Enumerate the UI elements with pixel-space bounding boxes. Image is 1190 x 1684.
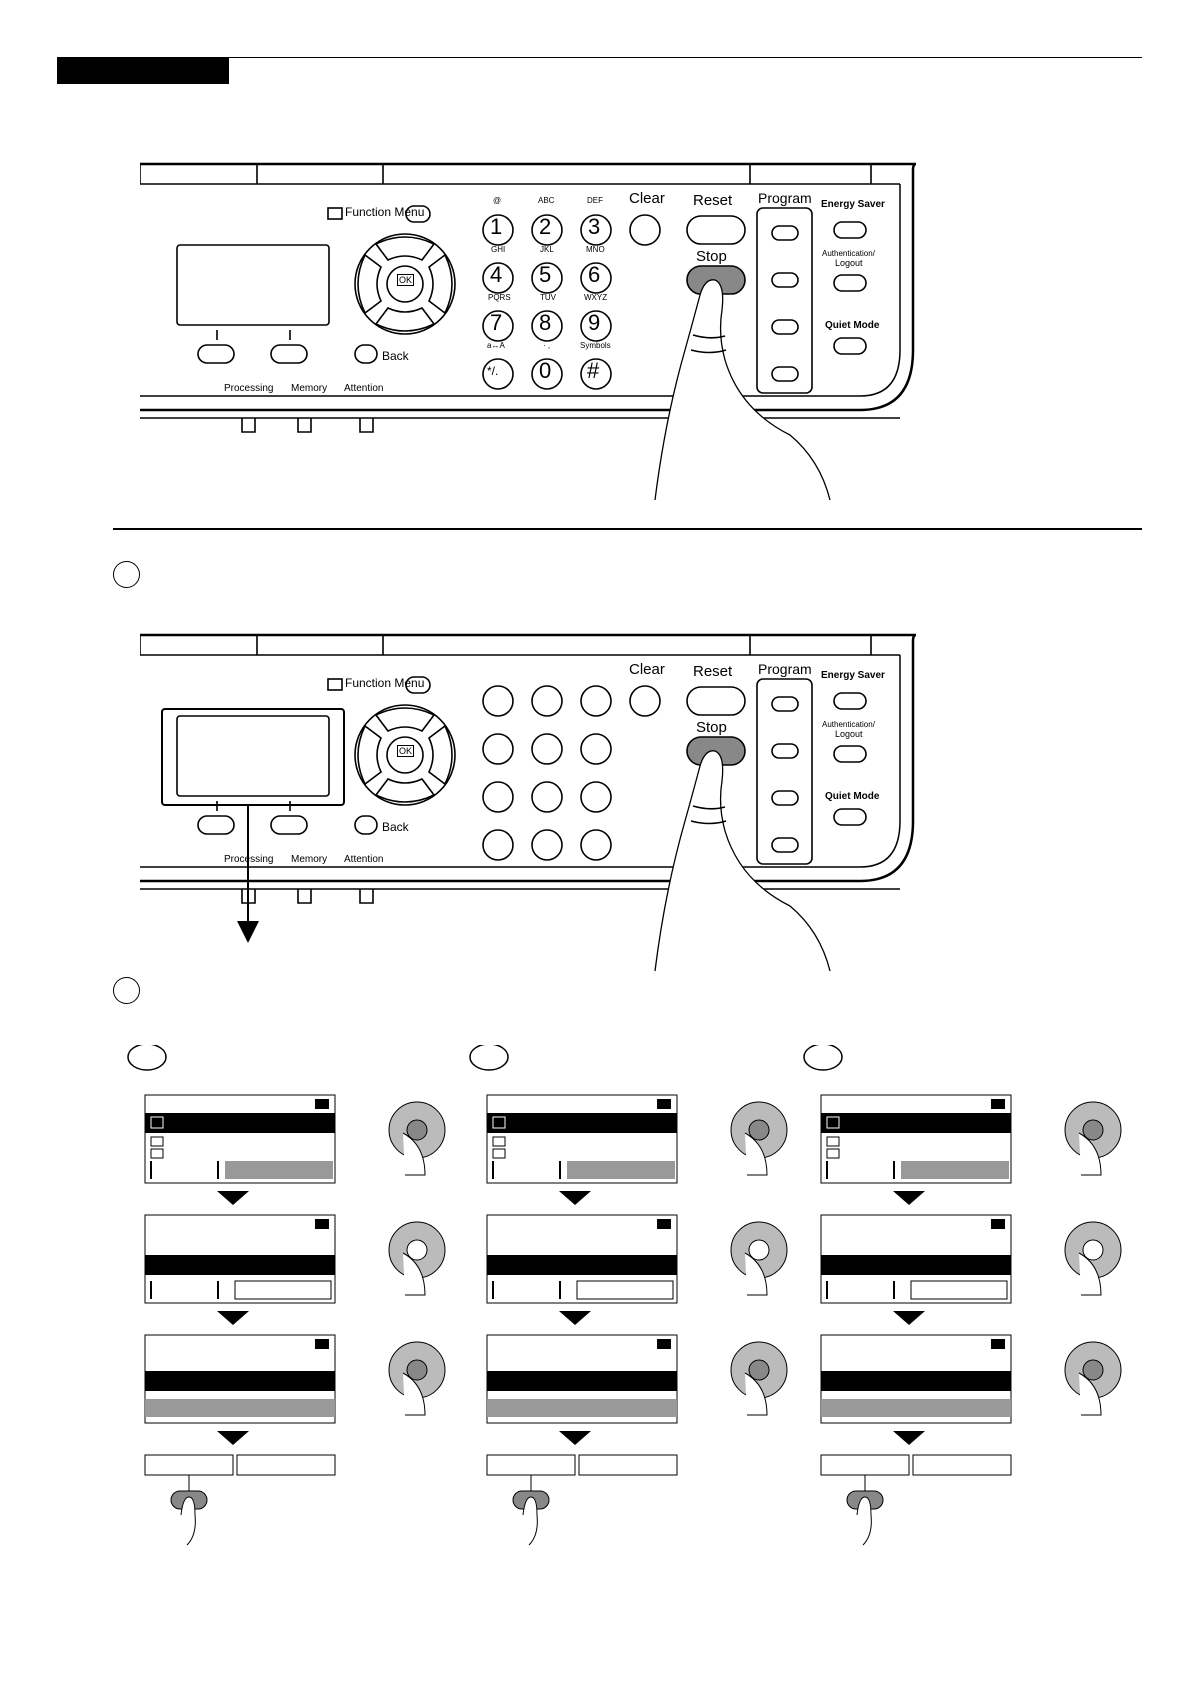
key-4-sub: GHI	[491, 245, 506, 254]
reset-label-2: Reset	[693, 663, 733, 680]
function-menu-label-2: Function Menu	[345, 676, 425, 690]
key-2-digit[interactable]: 2	[539, 214, 552, 239]
function-menu-label-1: Function Menu	[345, 205, 425, 219]
procedure-columns	[127, 1045, 1122, 1546]
indicator-memory-2: Memory	[291, 854, 328, 865]
key-3-digit[interactable]: 3	[588, 214, 601, 239]
stop-label-1: Stop	[696, 248, 727, 265]
key-1-digit[interactable]: 1	[490, 214, 503, 239]
ok-key-2[interactable]: OK	[397, 745, 415, 757]
key-6-digit[interactable]: 6	[588, 262, 601, 287]
key-9-digit[interactable]: 9	[588, 310, 601, 335]
back-label-1: Back	[382, 349, 409, 363]
key-hash-sub: Symbols	[580, 341, 611, 350]
program-label-1: Program	[758, 190, 812, 206]
back-label-2: Back	[382, 820, 409, 834]
ok-key-1[interactable]: OK	[397, 274, 415, 286]
quiet-mode-label-1: Quiet Mode	[825, 320, 880, 331]
key-9-sub: WXYZ	[584, 293, 608, 302]
operation-panel-1	[140, 162, 917, 501]
auth-label-2b: Logout	[835, 729, 863, 739]
stop-label-2: Stop	[696, 719, 727, 736]
key-4-digit[interactable]: 4	[490, 262, 503, 287]
key-6-sub: MNO	[586, 245, 605, 254]
key-8-sub: TUV	[540, 293, 556, 302]
key-0-sub: · ,	[543, 341, 551, 350]
key-hash-digit[interactable]: #	[587, 358, 600, 383]
key-7-sub: PQRS	[488, 293, 511, 302]
section-rule	[113, 528, 1142, 530]
header-black-tab	[57, 58, 229, 84]
reset-label-1: Reset	[693, 192, 733, 209]
key-8-digit[interactable]: 8	[539, 310, 552, 335]
indicator-processing-1: Processing	[224, 383, 274, 394]
key-2-sub: ABC	[538, 196, 555, 205]
indicator-attention-2: Attention	[344, 854, 384, 865]
key-star-digit[interactable]: */.	[487, 364, 499, 378]
key-7-digit[interactable]: 7	[490, 310, 503, 335]
key-3-sub: DEF	[587, 196, 603, 205]
auth-label-1a: Authentication/	[822, 249, 875, 258]
operation-panel-2	[140, 633, 918, 973]
clear-label-1: Clear	[629, 190, 665, 207]
key-0-digit[interactable]: 0	[539, 358, 552, 383]
header-rule	[57, 57, 1142, 58]
step-circle-2	[113, 977, 140, 1004]
auth-label-1b: Logout	[835, 258, 863, 268]
key-5-digit[interactable]: 5	[539, 262, 552, 287]
indicator-attention-1: Attention	[344, 383, 384, 394]
key-star-sub: a↔A	[487, 341, 505, 350]
energy-saver-label-1: Energy Saver	[821, 199, 885, 210]
indicator-processing-2: Processing	[224, 854, 274, 865]
auth-label-2a: Authentication/	[822, 720, 875, 729]
program-label-2: Program	[758, 661, 812, 677]
step-circle-1	[113, 561, 140, 588]
energy-saver-label-2: Energy Saver	[821, 670, 885, 681]
key-1-sub: @	[493, 196, 502, 205]
indicator-memory-1: Memory	[291, 383, 328, 394]
key-5-sub: JKL	[540, 245, 554, 254]
quiet-mode-label-2: Quiet Mode	[825, 791, 880, 802]
clear-label-2: Clear	[629, 661, 665, 678]
